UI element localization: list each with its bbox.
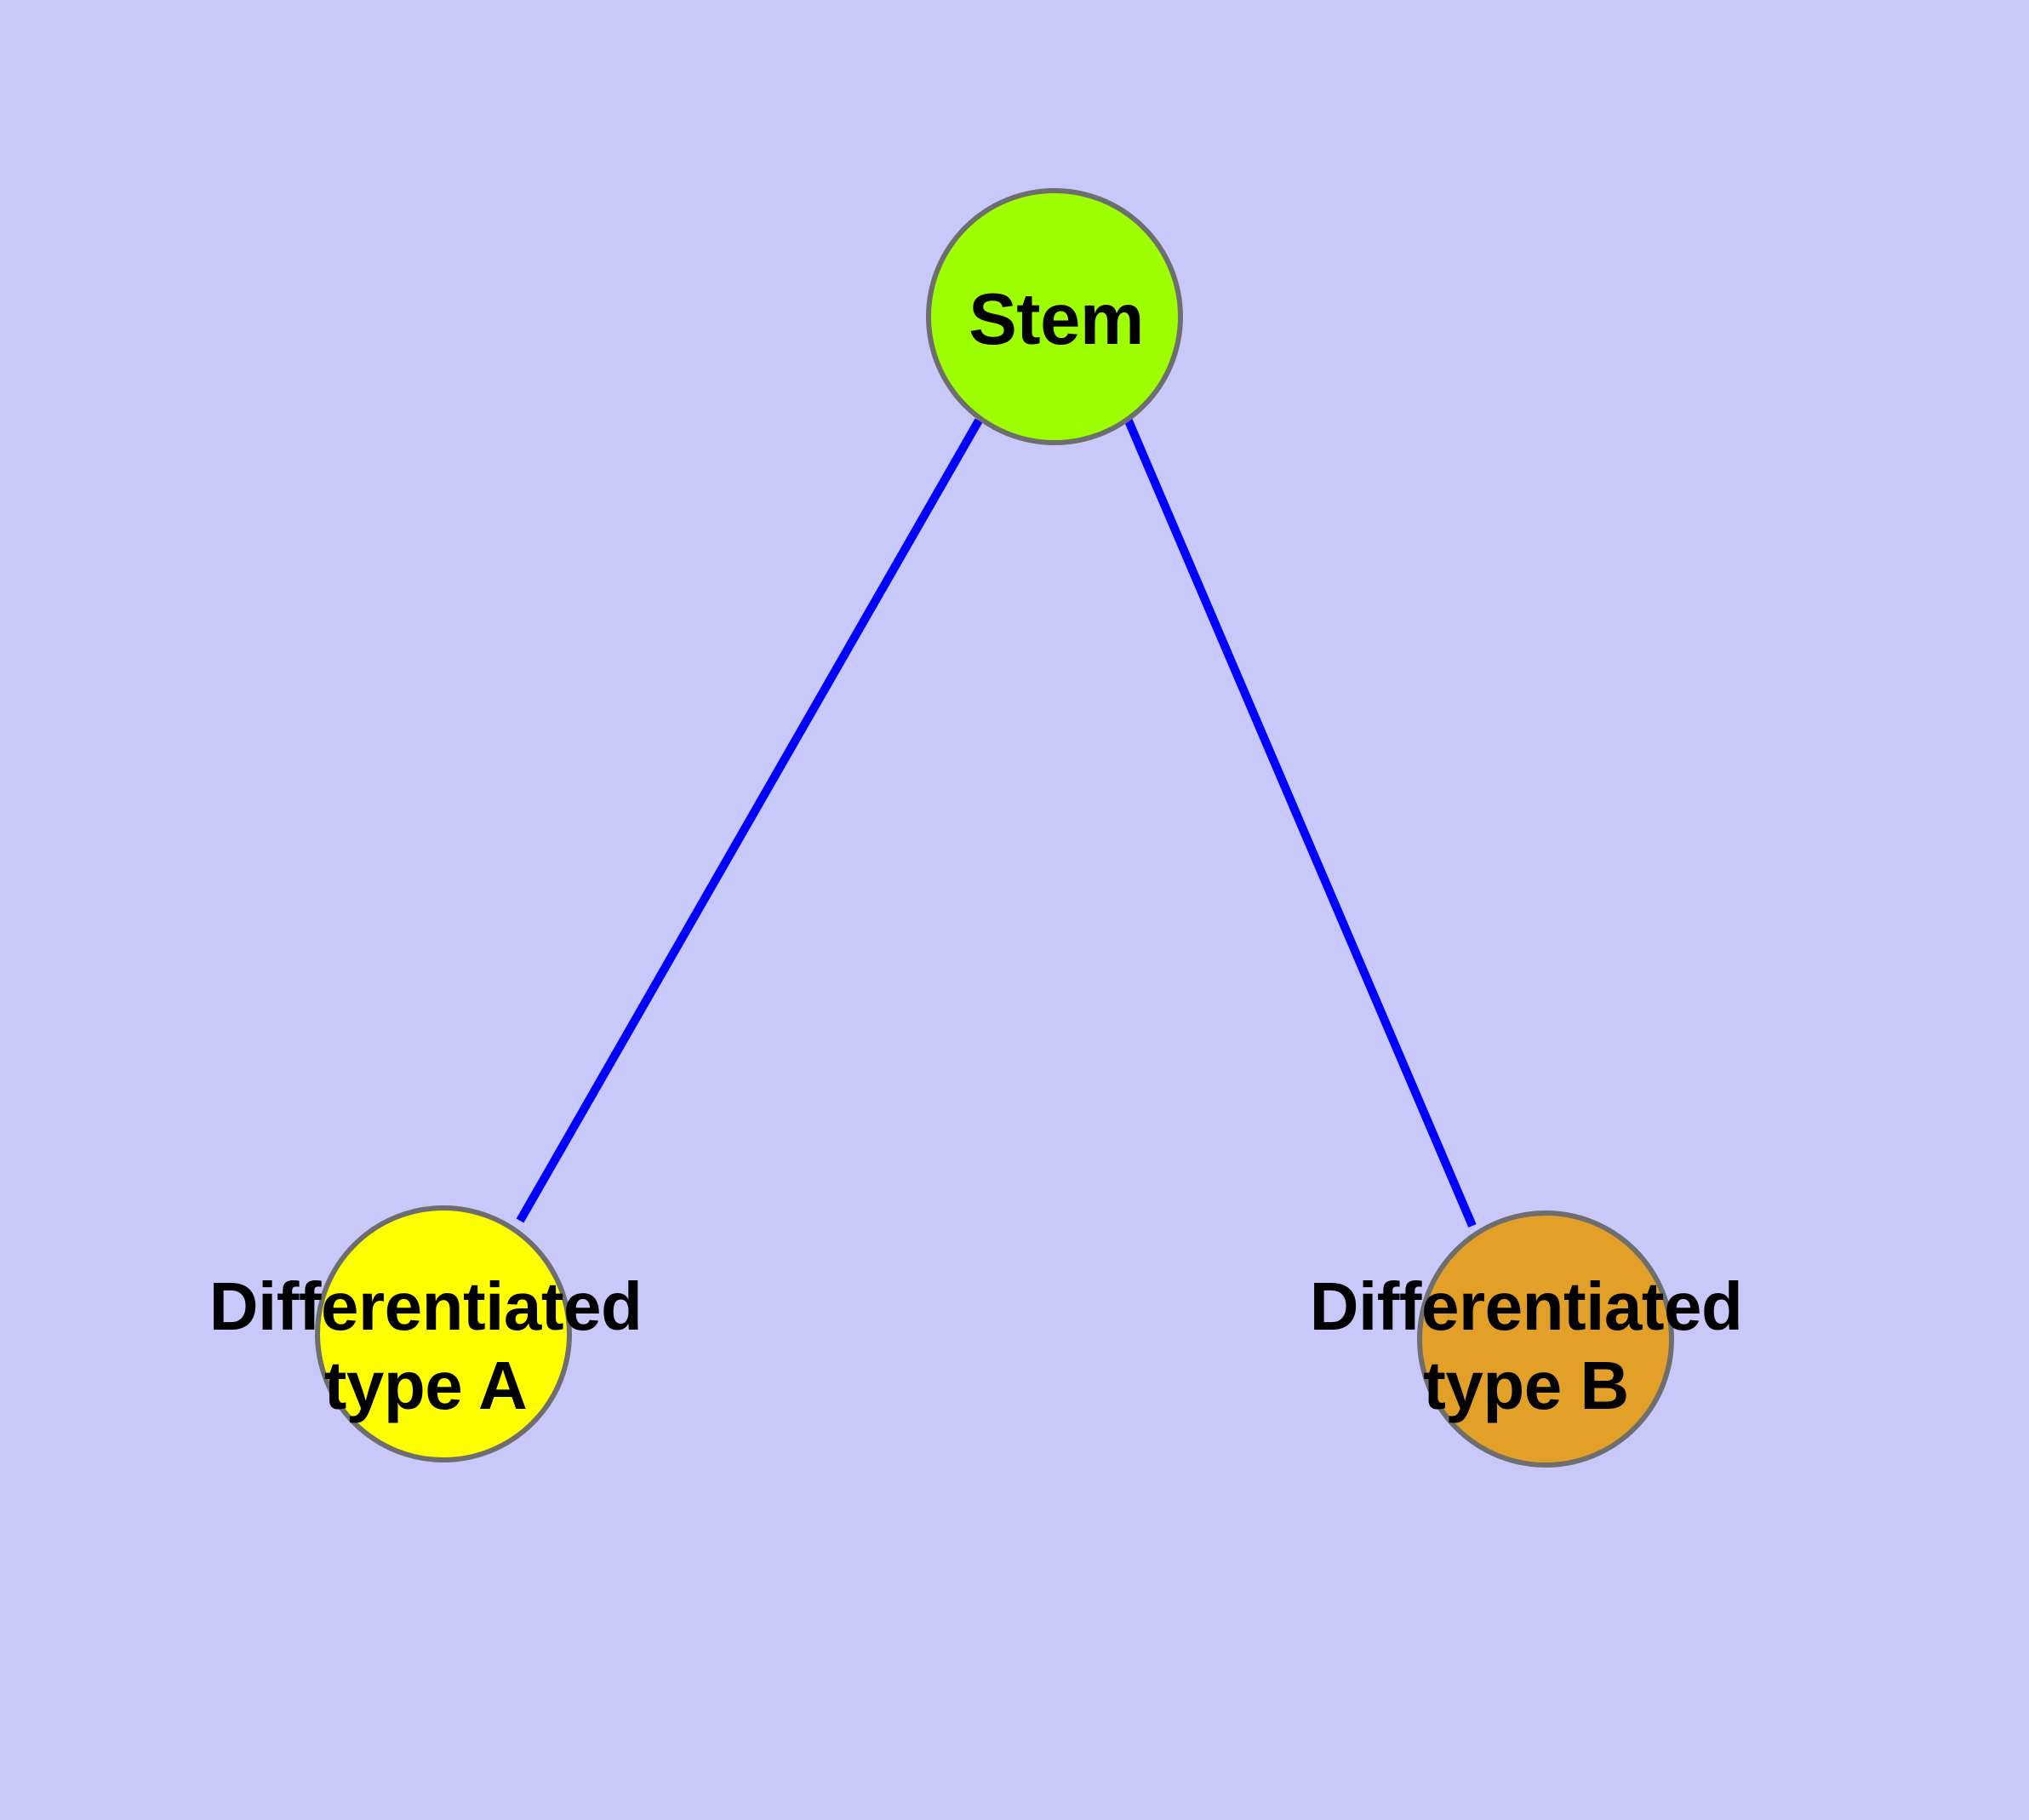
node-differentiated-type-a[interactable] — [315, 1205, 572, 1462]
node-label-differentiated-type-b: Differentiated type B — [1309, 1268, 1743, 1423]
edge-stem-to-differentiated-type-a[interactable] — [516, 418, 983, 1223]
node-label-differentiated-type-a: Differentiated type A — [209, 1268, 643, 1423]
node-differentiated-type-b[interactable] — [1417, 1210, 1674, 1468]
node-stem[interactable] — [926, 188, 1183, 445]
edge-stem-to-differentiated-type-b[interactable] — [1123, 417, 1477, 1228]
